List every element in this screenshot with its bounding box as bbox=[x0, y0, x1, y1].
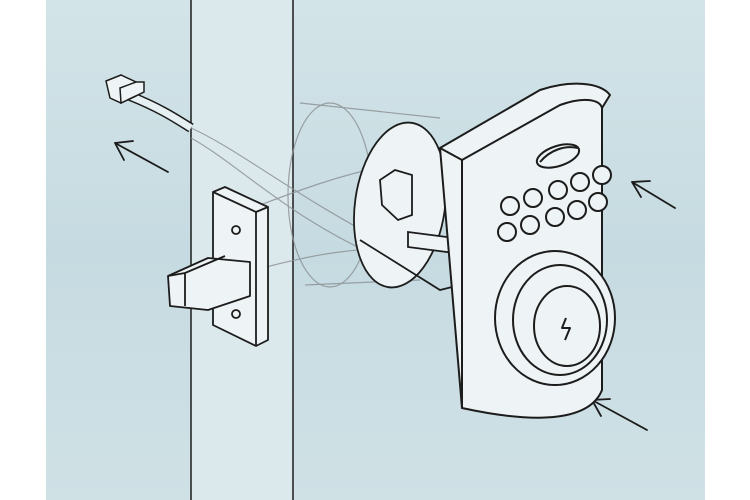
arrow-icon bbox=[631, 180, 676, 209]
latch-bolt-icon bbox=[167, 186, 269, 347]
mounting-plate bbox=[353, 121, 471, 291]
keyhole-icon bbox=[561, 317, 571, 341]
keypad-deadbolt-icon bbox=[439, 82, 616, 419]
arrow-icon bbox=[114, 140, 169, 173]
ethernet-cable-icon bbox=[105, 74, 194, 133]
keypad-buttons bbox=[497, 165, 612, 242]
